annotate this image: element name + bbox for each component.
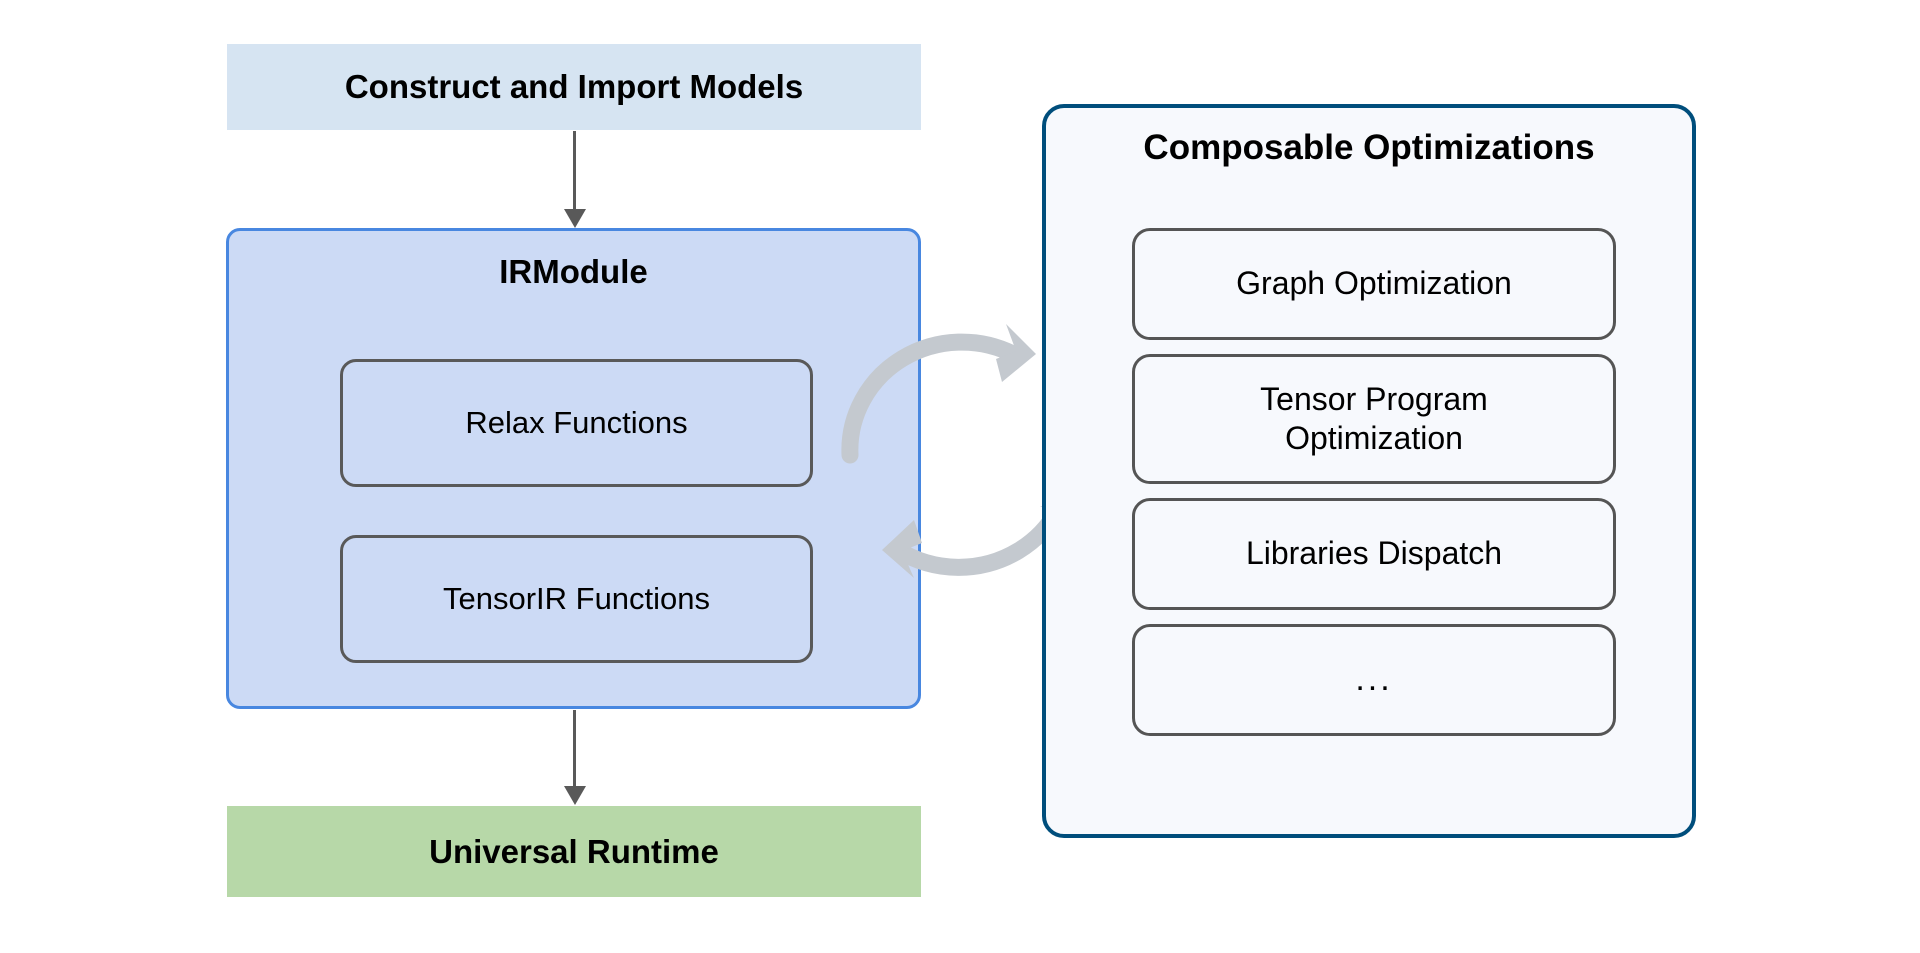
- graph-optimization-label: Graph Optimization: [1236, 265, 1512, 302]
- relax-functions-label: Relax Functions: [465, 405, 688, 441]
- libraries-dispatch-label: Libraries Dispatch: [1245, 535, 1503, 572]
- arrow-shaft: [573, 710, 576, 788]
- universal-runtime-box: Universal Runtime: [227, 806, 921, 897]
- import-to-irmodule-arrow: [560, 131, 590, 228]
- relax-functions-box: Relax Functions: [340, 359, 813, 487]
- construct-and-import-models-label: Construct and Import Models: [344, 68, 804, 105]
- arrow-head: [564, 786, 586, 805]
- arrow-head: [564, 209, 586, 228]
- construct-and-import-models-box: Construct and Import Models: [227, 44, 921, 130]
- graph-optimization-box: Graph Optimization: [1132, 228, 1616, 340]
- composable-optimizations-panel: Composable Optimizations Graph Optimizat…: [1042, 104, 1696, 838]
- tensorir-functions-label: TensorIR Functions: [442, 581, 711, 617]
- irmodule-container: IRModule Relax Functions TensorIR Functi…: [226, 228, 921, 709]
- cycle-arrow-forward-icon: [841, 324, 1036, 464]
- tensorir-functions-box: TensorIR Functions: [340, 535, 813, 663]
- irmodule-to-runtime-arrow: [560, 710, 590, 807]
- arrow-shaft: [573, 131, 576, 211]
- libraries-dispatch-box: Libraries Dispatch: [1132, 498, 1616, 610]
- irmodule-title: IRModule: [499, 253, 648, 290]
- more-optimizations-label: ...: [1355, 660, 1393, 699]
- more-optimizations-box: ...: [1132, 624, 1616, 736]
- composable-optimizations-title: Composable Optimizations: [1143, 128, 1595, 167]
- universal-runtime-label: Universal Runtime: [429, 832, 719, 870]
